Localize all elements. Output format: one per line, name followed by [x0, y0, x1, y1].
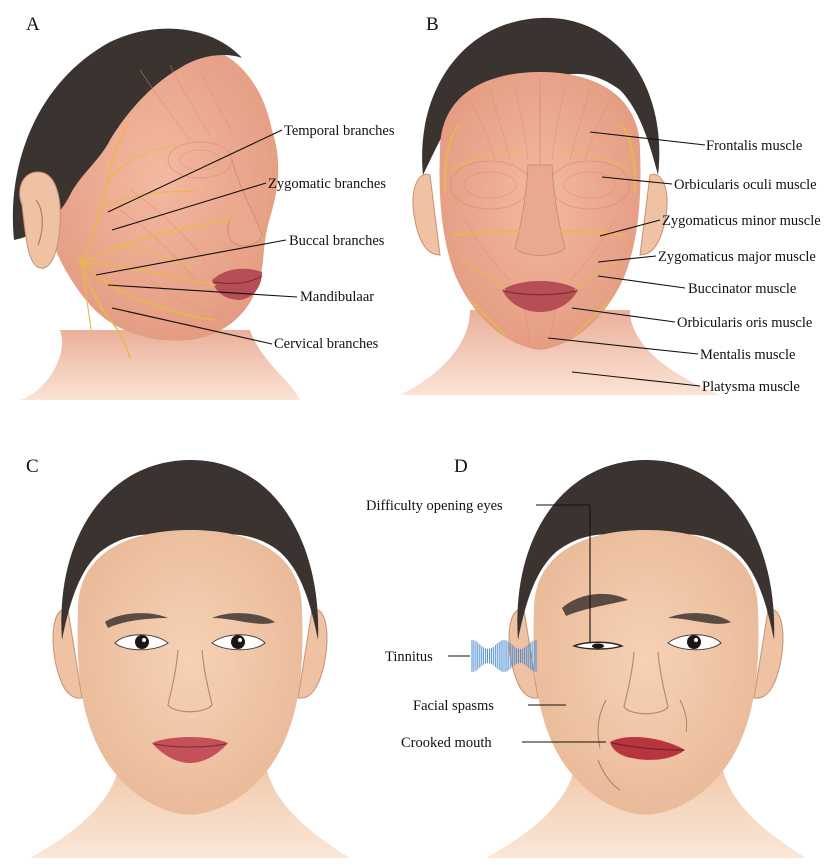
ear-icon: [20, 172, 61, 268]
label-zygomaticus-major-muscle: Zygomaticus major muscle: [658, 249, 816, 265]
label-zygomatic-branches: Zygomatic branches: [268, 176, 386, 192]
panel-b-letter: B: [426, 14, 439, 35]
panel-c-face: [78, 530, 303, 815]
label-orbicularis-oculi-muscle: Orbicularis oculi muscle: [674, 177, 817, 193]
label-temporal-branches: Temporal branches: [284, 123, 395, 139]
panel-d: D: [366, 456, 806, 858]
label-zygomaticus-minor-muscle: Zygomaticus minor muscle: [662, 213, 821, 229]
label-buccinator-muscle: Buccinator muscle: [688, 281, 796, 297]
panel-c: C: [26, 456, 350, 858]
ear-icon: [413, 174, 440, 255]
label-frontalis-muscle: Frontalis muscle: [706, 138, 802, 154]
panel-d-letter: D: [454, 456, 468, 477]
eye-icon: [574, 642, 622, 649]
panel-b: B: [400, 14, 821, 395]
label-platysma-muscle: Platysma muscle: [702, 379, 800, 395]
label-difficulty-opening-eyes: Difficulty opening eyes: [366, 498, 503, 514]
label-buccal-branches: Buccal branches: [289, 233, 385, 249]
panel-c-letter: C: [26, 456, 39, 477]
label-tinnitus: Tinnitus: [385, 649, 433, 665]
label-facial-spasms: Facial spasms: [413, 698, 494, 714]
label-mandibulaar: Mandibulaar: [300, 289, 374, 305]
panel-a-letter: A: [26, 14, 40, 35]
panel-a: A: [13, 14, 395, 400]
label-mentalis-muscle: Mentalis muscle: [700, 347, 795, 363]
label-cervical-branches: Cervical branches: [274, 336, 379, 352]
label-orbicularis-oris-muscle: Orbicularis oris muscle: [677, 315, 812, 331]
panel-d-face: [534, 530, 759, 815]
label-crooked-mouth: Crooked mouth: [401, 735, 492, 751]
